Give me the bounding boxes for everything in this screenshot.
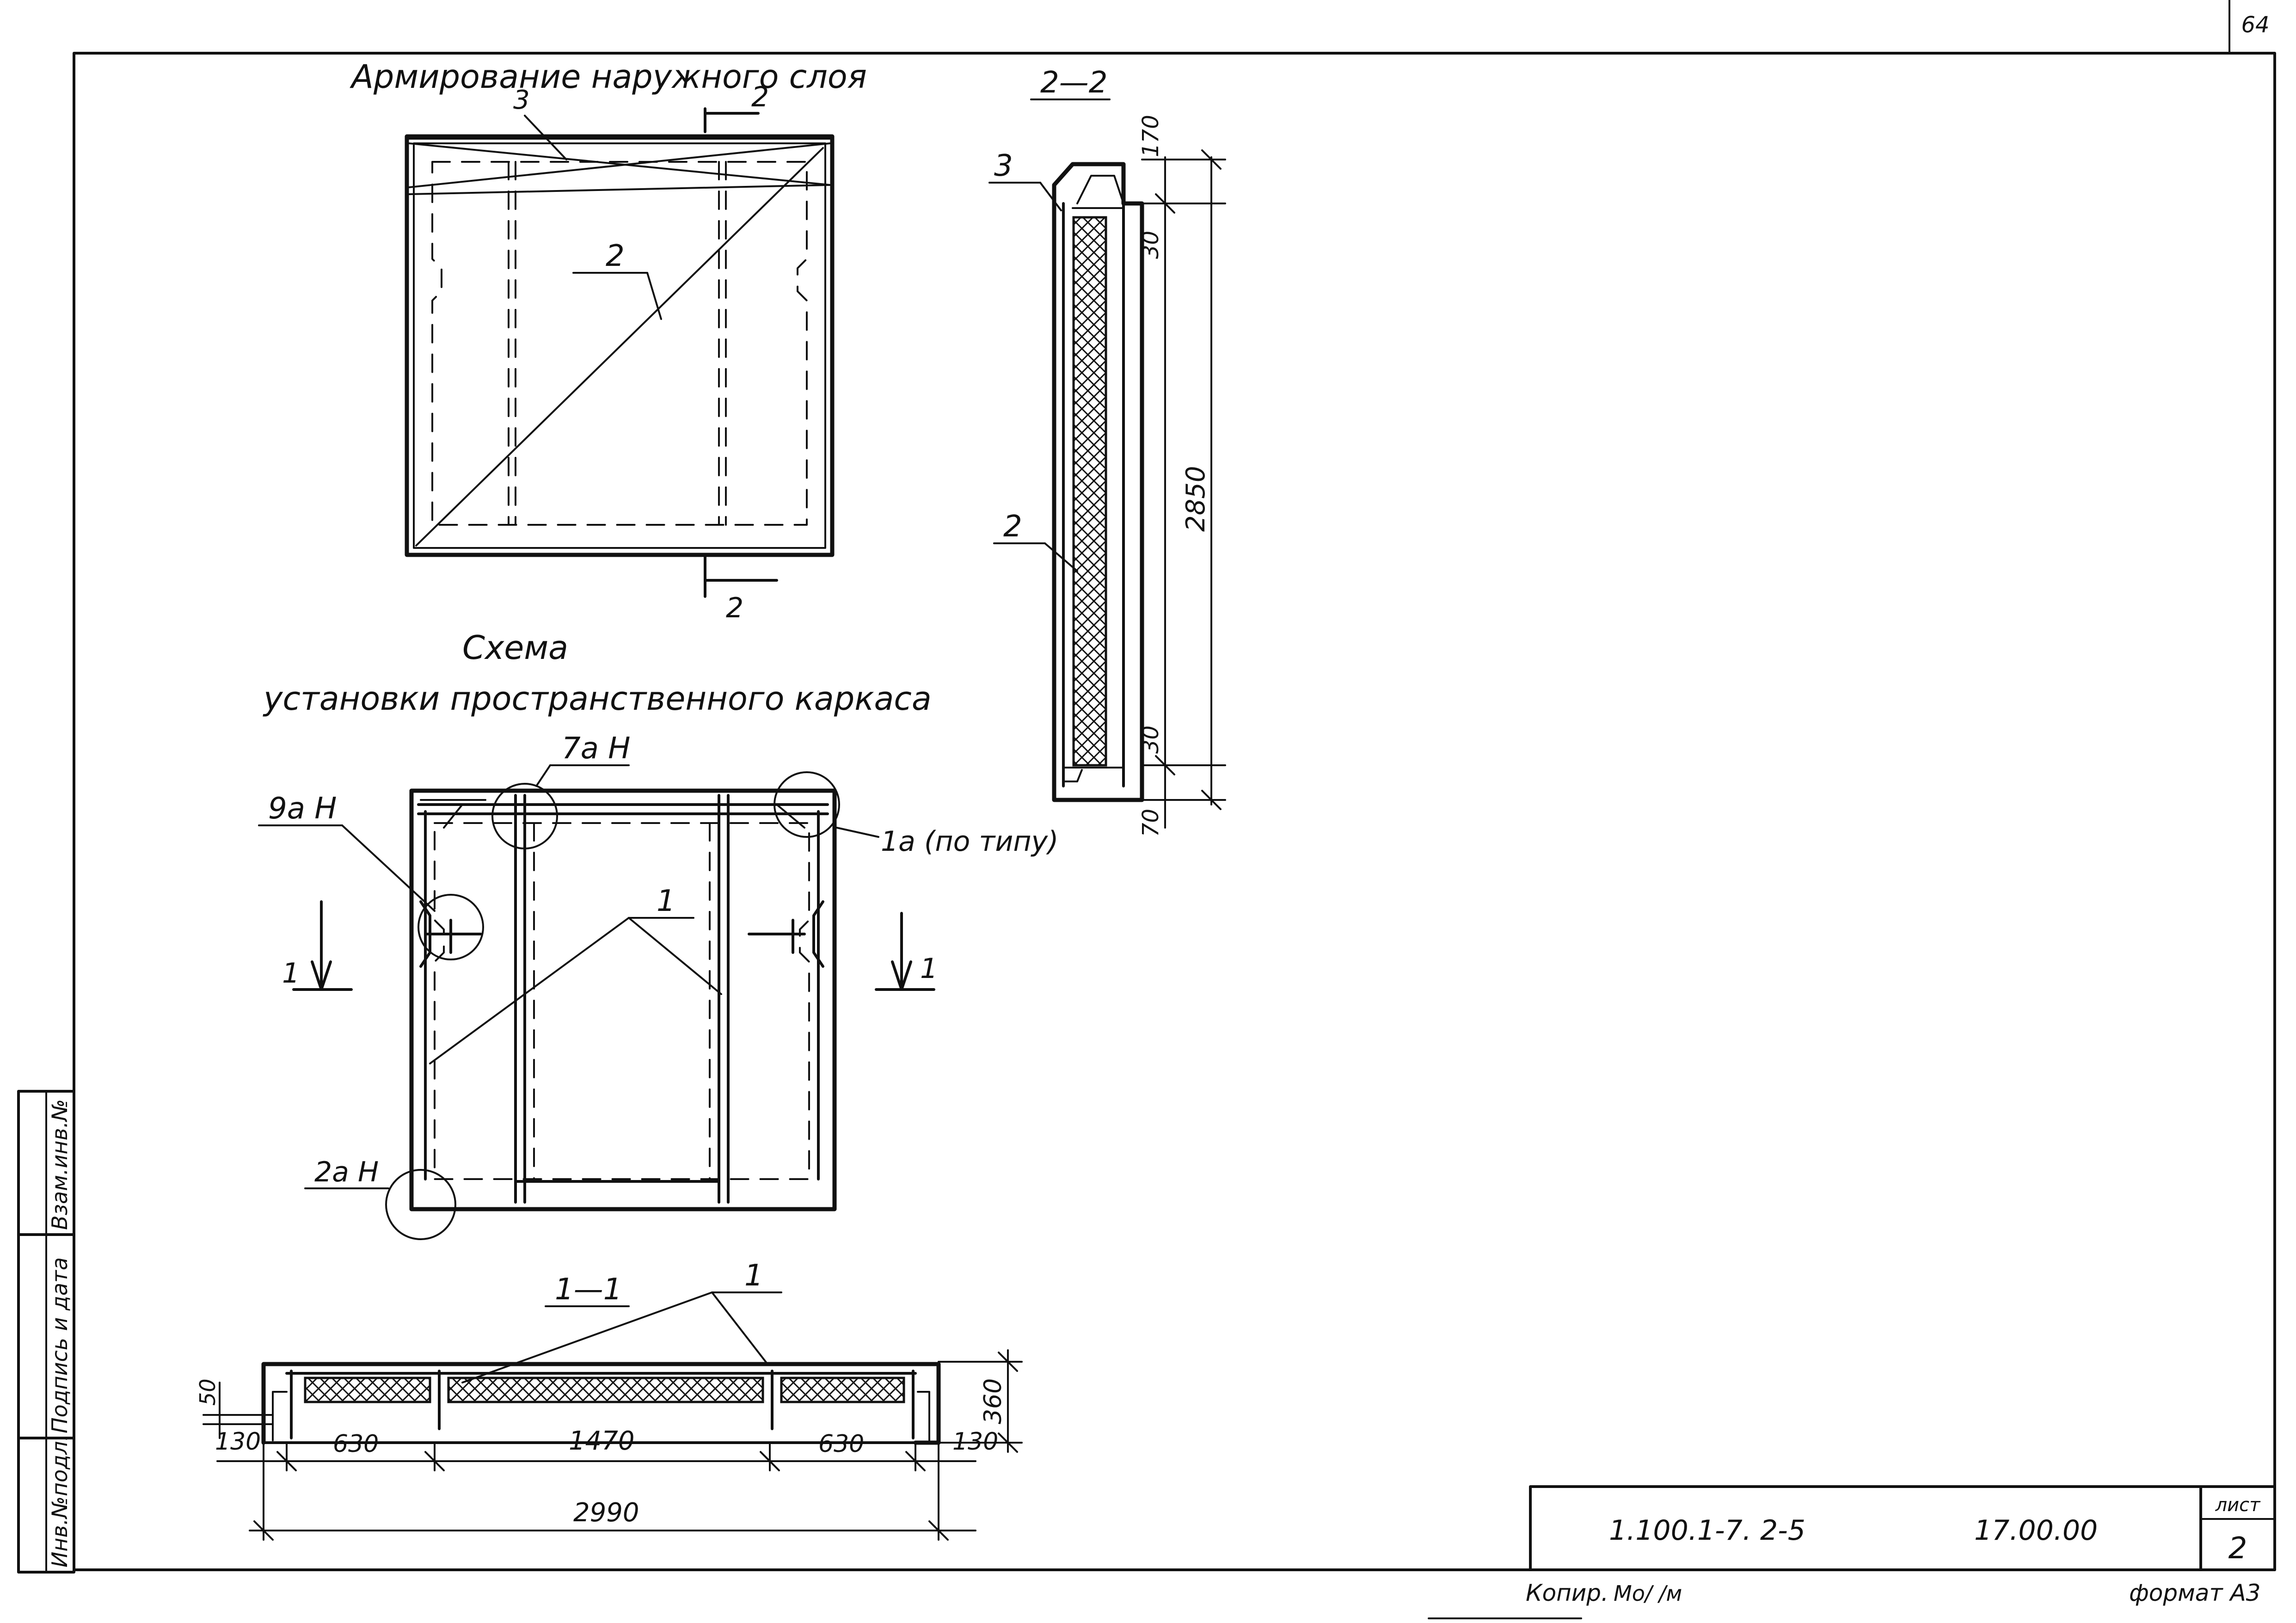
dim-2850: 2850 bbox=[1181, 466, 1211, 532]
item-code: 17.00.00 bbox=[1974, 1514, 2098, 1547]
copied-label: Копир. bbox=[1526, 1580, 1608, 1606]
section-2-2-title: 2—2 bbox=[1040, 66, 1107, 100]
section-2-2-leader-3: 3 bbox=[994, 149, 1013, 183]
node-7aH-circle bbox=[491, 783, 558, 849]
dim-30-bottom: 30 bbox=[1138, 725, 1164, 754]
sign-date-label: Подпись и дата bbox=[47, 1257, 72, 1433]
section-2-2: 2—2 170 30 2850 30 70 3 2 bbox=[988, 66, 1226, 837]
dim-130-left: 130 bbox=[215, 1428, 261, 1456]
dim-1470: 1470 bbox=[569, 1426, 635, 1456]
section-mark-1-right: 1 bbox=[920, 953, 938, 985]
dim-130-right: 130 bbox=[952, 1428, 998, 1456]
dim-30-top: 30 bbox=[1138, 231, 1164, 259]
copied-signature: Мо/ /м bbox=[1614, 1581, 1682, 1606]
sheet-label: лист bbox=[2215, 1494, 2261, 1516]
dim-360: 360 bbox=[979, 1378, 1007, 1424]
section-mark-2-bottom: 2 bbox=[726, 592, 743, 624]
dim-630-right: 630 bbox=[818, 1430, 864, 1458]
section-1-1-title: 1—1 bbox=[555, 1273, 622, 1307]
doc-code: 1.100.1-7. 2-5 bbox=[1609, 1514, 1805, 1547]
node-9aH-circle bbox=[417, 894, 484, 960]
section-2-2-leader-2: 2 bbox=[1003, 510, 1022, 544]
space-frame-leader-1: 1 bbox=[657, 884, 675, 918]
dim-50: 50 bbox=[195, 1378, 220, 1406]
replace-inv-label: Взам.инв.№ bbox=[47, 1099, 72, 1230]
node-2aH-label: 2а Н bbox=[314, 1156, 379, 1188]
section-mark-1-left: 1 bbox=[282, 957, 300, 990]
sheet-number: 2 bbox=[2228, 1531, 2247, 1566]
node-1a-circle bbox=[774, 771, 840, 838]
view-space-frame: Схема установки пространственного каркас… bbox=[258, 629, 1059, 1240]
leader-3-label: 3 bbox=[513, 85, 530, 115]
space-frame-title-2: установки пространственного каркаса bbox=[263, 680, 932, 718]
dim-70: 70 bbox=[1138, 809, 1164, 837]
node-9aH-label: 9а Н bbox=[268, 792, 337, 826]
sheet-frame: 64 bbox=[73, 0, 2276, 1571]
node-1a-label: 1а (по типу) bbox=[881, 825, 1059, 858]
view-outer-reinforcement: Армирование наружного слоя 2 2 3 2 bbox=[350, 58, 867, 624]
dim-630-left: 630 bbox=[333, 1430, 379, 1458]
dim-2990: 2990 bbox=[573, 1498, 639, 1528]
space-frame-title-1: Схема bbox=[462, 629, 568, 667]
inv-number-label: Инв.№подл. bbox=[47, 1434, 72, 1568]
view-outer-title: Армирование наружного слоя bbox=[350, 58, 867, 96]
section-1-1-leader-1: 1 bbox=[744, 1259, 763, 1293]
node-7aH-label: 7а Н bbox=[562, 732, 630, 766]
side-stamp: Инв.№подл. Подпись и дата Взам.инв.№ bbox=[17, 1090, 75, 1574]
format-label: формат А3 bbox=[2129, 1580, 2260, 1606]
title-block: 1.100.1-7. 2-5 17.00.00 лист 2 формат А3… bbox=[1428, 1485, 2276, 1619]
dim-170: 170 bbox=[1138, 115, 1164, 157]
leader-2-label: 2 bbox=[606, 239, 625, 273]
section-1-1: 1—1 1 360 50 bbox=[195, 1259, 1023, 1541]
node-2aH-circle bbox=[385, 1169, 456, 1240]
page-number: 64 bbox=[2241, 12, 2269, 38]
section-mark-2-top: 2 bbox=[751, 81, 769, 113]
